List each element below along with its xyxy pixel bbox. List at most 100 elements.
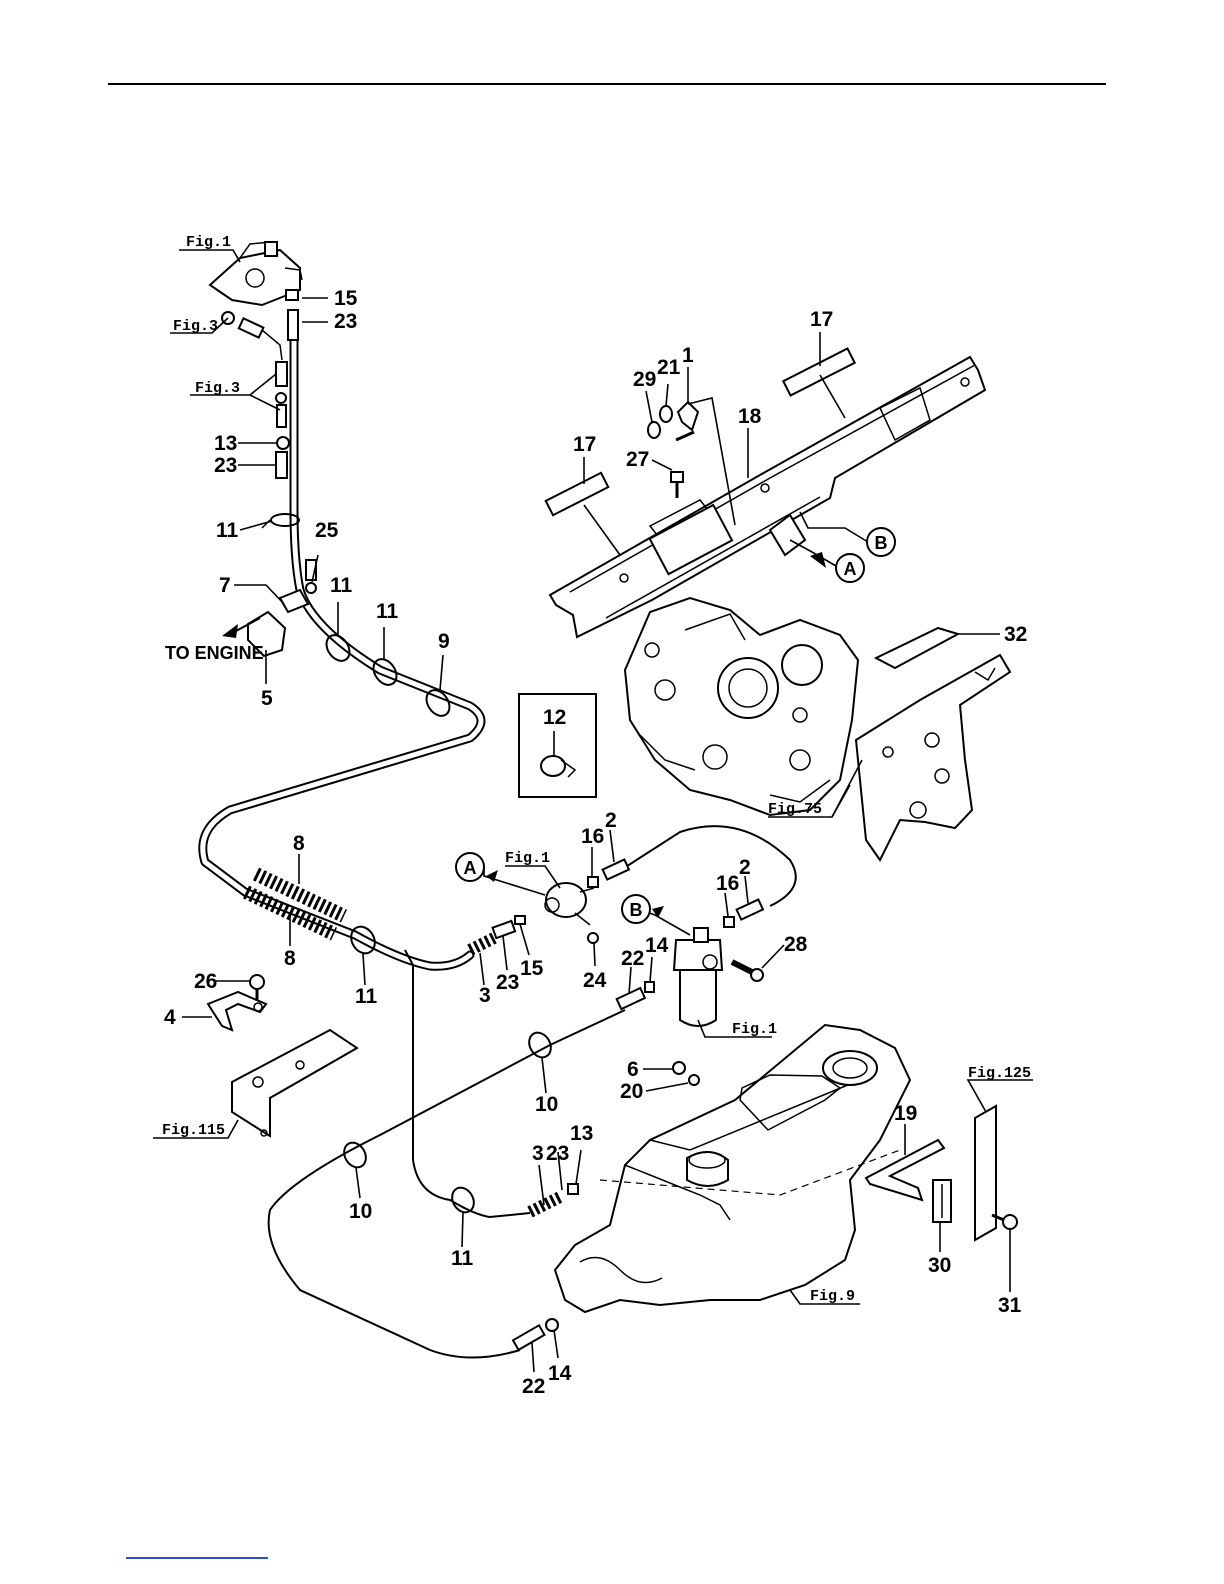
callout-29: 29 xyxy=(633,368,656,391)
chassis-frame[interactable] xyxy=(550,357,985,637)
callout-11-top: 11 xyxy=(216,519,239,542)
callout-17-left: 17 xyxy=(573,433,596,456)
spring-3-mid[interactable] xyxy=(470,938,494,950)
fig-ref-125[interactable]: Fig.125 xyxy=(968,1065,1031,1082)
callout-11-c: 11 xyxy=(376,600,399,623)
nut-6[interactable] xyxy=(673,1062,699,1085)
bolt-24[interactable] xyxy=(588,933,598,943)
callout-13-lower: 13 xyxy=(570,1122,593,1145)
bolt-27[interactable] xyxy=(671,472,683,498)
fig-ref-1-pump[interactable]: Fig.1 xyxy=(505,850,550,867)
pump-to-filter-hose xyxy=(610,826,796,906)
callout-1: 1 xyxy=(682,344,694,367)
callout-2-lower: 2 xyxy=(739,856,751,879)
callout-16-lower: 16 xyxy=(716,872,739,895)
callout-25: 25 xyxy=(315,519,339,542)
callout-7: 7 xyxy=(219,574,231,597)
fig-ref-75[interactable]: Fig.75 xyxy=(768,801,822,818)
svg-text:B: B xyxy=(630,900,643,920)
hose-22-mid[interactable] xyxy=(617,988,645,1009)
callout-24: 24 xyxy=(583,969,607,992)
fig-ref-1-top[interactable]: Fig.1 xyxy=(186,234,231,251)
callout-21: 21 xyxy=(657,356,681,379)
hose-23-mid[interactable] xyxy=(493,921,516,938)
fig-ref-3-a[interactable]: Fig.3 xyxy=(173,318,218,335)
callout-28: 28 xyxy=(784,933,808,956)
screw-25[interactable] xyxy=(306,560,316,593)
bolt-26[interactable] xyxy=(250,975,264,1000)
short-hose-fig3[interactable] xyxy=(239,318,264,337)
callout-19: 19 xyxy=(894,1102,917,1125)
callout-23-top: 23 xyxy=(334,310,357,333)
part-15-cap-top[interactable] xyxy=(286,290,298,300)
marker-a-pump: A xyxy=(456,853,484,881)
fig-ref-115[interactable]: Fig.115 xyxy=(162,1122,225,1139)
callout-15-top: 15 xyxy=(334,287,358,310)
callout-32: 32 xyxy=(1004,623,1027,646)
decal-17-left[interactable] xyxy=(546,473,609,515)
callout-26: 26 xyxy=(194,970,217,993)
callout-27: 27 xyxy=(626,448,649,471)
decal-17-right[interactable] xyxy=(783,349,854,396)
clip-15-mid[interactable] xyxy=(515,916,525,924)
to-engine-note: TO ENGINE xyxy=(165,643,264,663)
callout-8-upper: 8 xyxy=(293,832,305,855)
hinge-30[interactable] xyxy=(933,1180,951,1222)
mat-32[interactable] xyxy=(876,628,958,668)
marker-b-filter: B xyxy=(622,895,650,923)
callout-2-upper: 2 xyxy=(605,809,617,832)
fittings-16-2-upper[interactable] xyxy=(588,859,629,887)
nut-29[interactable] xyxy=(648,422,660,438)
callout-13-top: 13 xyxy=(214,432,237,455)
callout-10-left: 10 xyxy=(349,1200,372,1223)
bracket-1[interactable] xyxy=(676,402,698,440)
callout-6: 6 xyxy=(627,1058,639,1081)
fuel-tank[interactable] xyxy=(555,1025,910,1312)
callout-3-mid: 3 xyxy=(479,984,491,1007)
left-upper-hose xyxy=(262,330,282,360)
fittings-16-2-lower[interactable] xyxy=(724,899,763,927)
callout-17-right: 17 xyxy=(810,308,833,331)
callout-23-lower: 23 xyxy=(546,1142,569,1165)
callout-18: 18 xyxy=(738,405,762,428)
fig-ref-3-b[interactable]: Fig.3 xyxy=(195,380,240,397)
washer-21[interactable] xyxy=(660,406,672,422)
callout-11-lower: 11 xyxy=(451,1247,474,1270)
callout-8-lower: 8 xyxy=(284,947,296,970)
bracket-fig115[interactable] xyxy=(232,1030,357,1136)
callout-16-upper: 16 xyxy=(581,825,604,848)
callout-14-lower: 14 xyxy=(548,1362,572,1385)
side-bracket-fig75[interactable] xyxy=(856,655,1010,860)
joint-fitting-stack[interactable] xyxy=(276,362,289,478)
bracket-fig125[interactable] xyxy=(975,1106,996,1240)
transmission-housing[interactable] xyxy=(625,598,858,815)
marker-a-frame: A xyxy=(836,554,864,582)
svg-text:A: A xyxy=(844,559,857,579)
svg-text:A: A xyxy=(464,858,477,878)
callout-9: 9 xyxy=(438,630,450,653)
callout-23-left: 23 xyxy=(214,454,237,477)
part-23-hose-top[interactable] xyxy=(288,310,298,340)
clip-14-mid[interactable] xyxy=(645,982,654,992)
callout-22-mid: 22 xyxy=(621,947,644,970)
callout-4: 4 xyxy=(164,1006,176,1029)
callout-31: 31 xyxy=(998,1294,1022,1317)
svg-text:B: B xyxy=(875,533,888,553)
fig-ref-1-filter[interactable]: Fig.1 xyxy=(732,1021,777,1038)
callout-30: 30 xyxy=(928,1254,951,1277)
spring-3-lower[interactable] xyxy=(530,1184,578,1212)
callout-15-mid: 15 xyxy=(520,957,544,980)
callout-23-mid: 23 xyxy=(496,971,519,994)
bolt-28[interactable] xyxy=(732,962,763,981)
callout-14-mid: 14 xyxy=(645,934,669,957)
callout-11-mid: 11 xyxy=(355,985,378,1008)
fig-ref-9[interactable]: Fig.9 xyxy=(810,1288,855,1305)
hose-22-lower[interactable] xyxy=(513,1319,558,1350)
callout-5: 5 xyxy=(261,687,273,710)
callout-22-lower: 22 xyxy=(522,1375,545,1398)
callout-12: 12 xyxy=(543,706,566,729)
fuel-pump-middle[interactable] xyxy=(545,883,594,925)
callout-20: 20 xyxy=(620,1080,643,1103)
fuel-filter[interactable] xyxy=(674,928,722,1026)
